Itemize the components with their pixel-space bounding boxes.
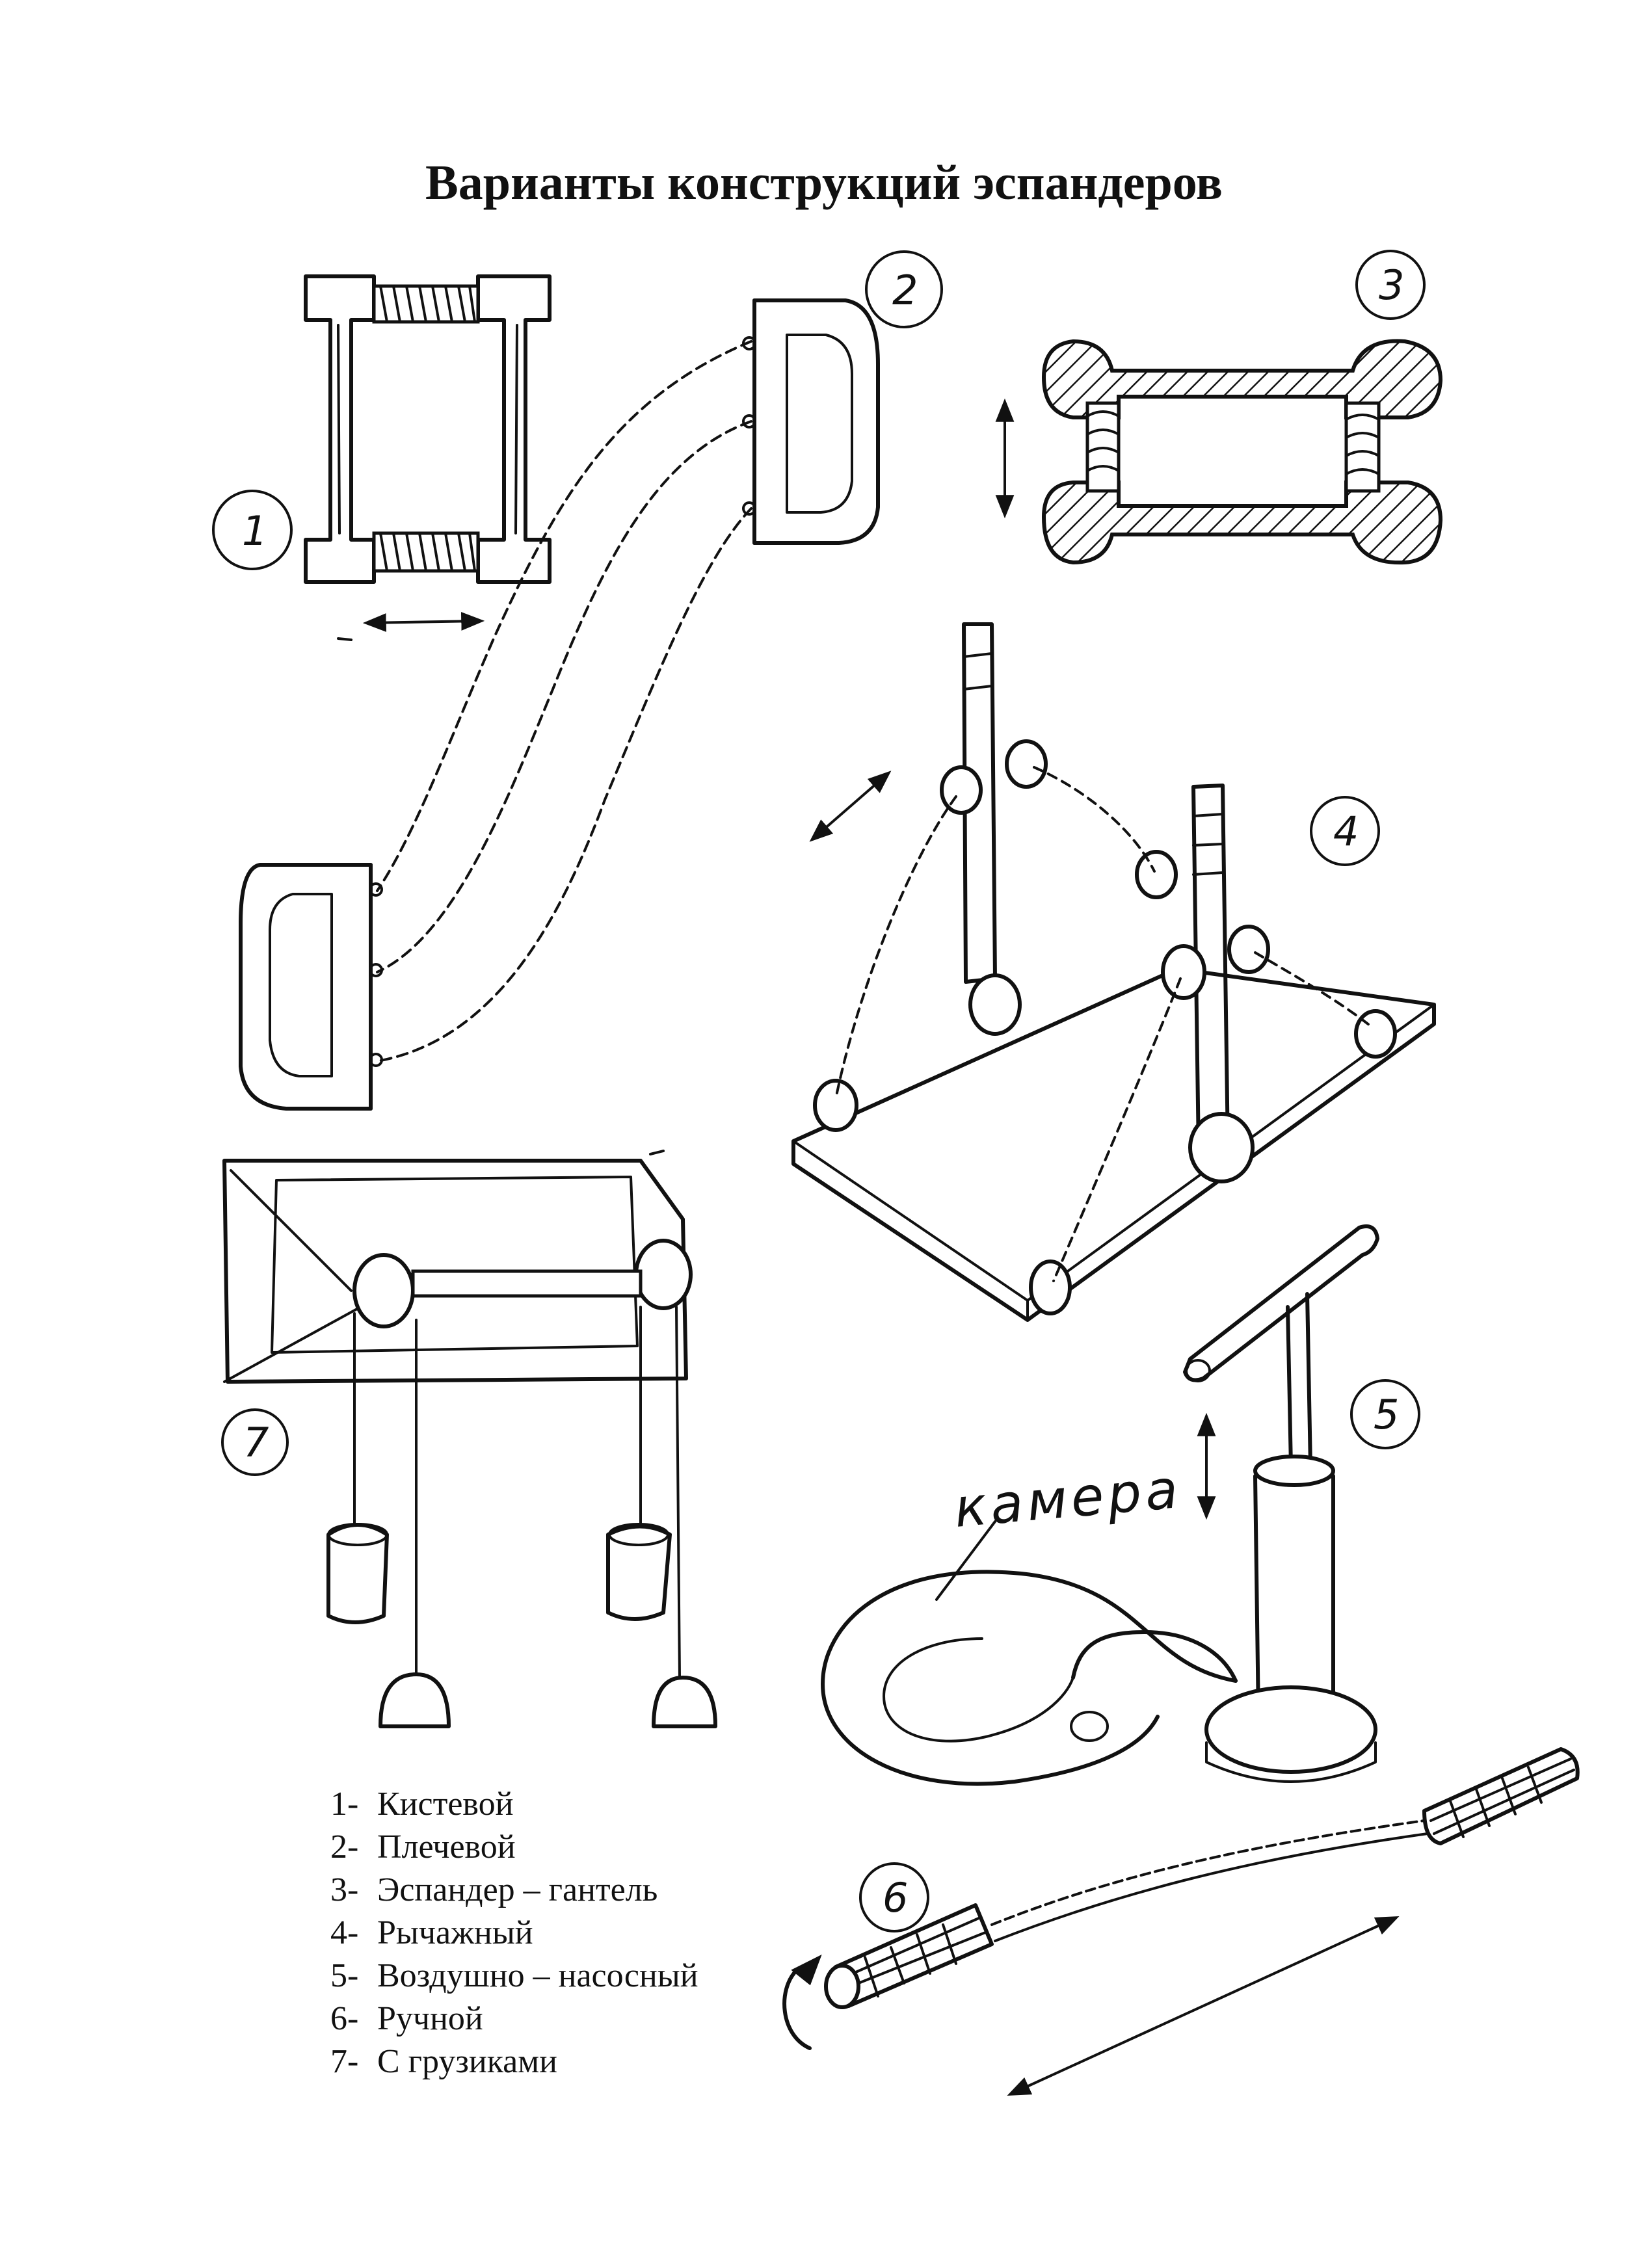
legend-number: 5- [330, 1957, 359, 1994]
figure-number-7: 7 [243, 1419, 269, 1466]
figure-3-dumbbell-expander: 3 [995, 250, 1443, 565]
figure-5-inner-tube [821, 1570, 1238, 1786]
figure-2-spring-a [376, 340, 752, 892]
figure-2-shoulder-expander: 2 [239, 250, 943, 1111]
figure-6-spring [990, 1819, 1426, 1926]
legend-label: Кистевой [377, 1786, 514, 1823]
camera-label: камера [951, 1458, 1184, 1540]
figure-1-bottom-spring [372, 531, 480, 573]
legend-label: Плечевой [377, 1828, 516, 1866]
figure-number-3: 3 [1379, 261, 1404, 309]
figure-2-spring-b [376, 420, 752, 973]
legend-label: Ручной [377, 2000, 483, 2037]
legend: 1- Кистевой 2- Плечевой 3- Эспандер – ганте… [330, 1783, 698, 2083]
figure-1-top-spring [372, 284, 480, 324]
legend-label: Эспандер – гантель [377, 1871, 658, 1908]
legend-item-1: 1- Кистевой [330, 1783, 698, 1826]
figure-number-6: 6 [883, 1874, 908, 1921]
legend-number: 6- [330, 2000, 359, 2037]
legend-item-3: 3- Эспандер – гантель [330, 1869, 698, 1912]
legend-label: Рычажный [377, 1914, 533, 1951]
legend-label: С грузиками [377, 2043, 557, 2080]
figure-1-hand-expander: 1 [212, 274, 552, 641]
figure-7-weights-expander: 7 [221, 1150, 717, 1728]
legend-number: 1- [330, 1786, 359, 1823]
legend-number: 3- [330, 1871, 359, 1908]
legend-item-5: 5- Воздушно – насосный [330, 1955, 698, 1998]
figure-4-lever-expander: 4 [791, 622, 1436, 1322]
figure-number-4: 4 [1333, 808, 1359, 855]
legend-number: 7- [330, 2043, 359, 2080]
figure-6-twist-expander: 6 [782, 1747, 1580, 2096]
page-title: Варианты конструкций эспандеров [425, 155, 1223, 210]
legend-item-2: 2- Плечевой [330, 1826, 698, 1869]
figure-number-2: 2 [892, 267, 918, 314]
figure-2-spring-c [376, 507, 752, 1062]
figure-number-5: 5 [1374, 1391, 1399, 1438]
legend-number: 4- [330, 1914, 359, 1951]
legend-item-6: 6- Ручной [330, 1998, 698, 2040]
legend-number: 2- [330, 1828, 359, 1866]
figure-5-air-pump-expander: камера 5 [821, 1224, 1420, 1786]
legend-label: Воздушно – насосный [377, 1957, 698, 1994]
figure-number-1: 1 [242, 507, 267, 555]
legend-item-4: 4- Рычажный [330, 1912, 698, 1955]
legend-item-7: 7- С грузиками [330, 2040, 698, 2083]
